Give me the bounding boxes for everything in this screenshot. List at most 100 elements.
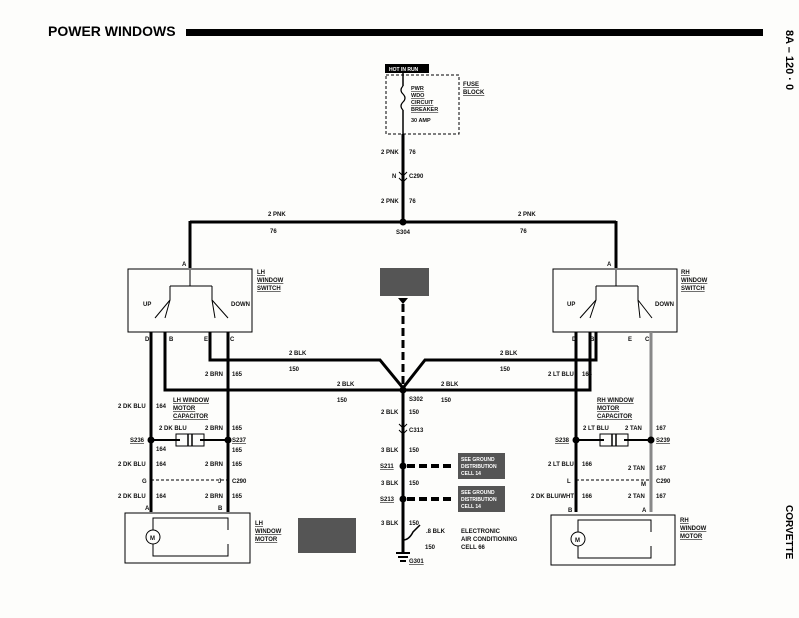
lh-brn-circuit-2: 165 bbox=[232, 448, 243, 454]
rh-c290-pin-m: M bbox=[641, 482, 646, 488]
lh-switch-outline bbox=[127, 268, 253, 333]
s239-label: S239 bbox=[656, 438, 671, 444]
rh-lower-blk-circuit: 150 bbox=[441, 398, 452, 404]
ground-dist-box-1 bbox=[458, 453, 505, 479]
ground-dist-1-line-3: CELL 14 bbox=[461, 471, 481, 477]
rh-switch-down: DOWN bbox=[655, 302, 674, 308]
rh-capacitor-symbol bbox=[599, 433, 629, 447]
trunk-circuit-1: 150 bbox=[409, 410, 420, 416]
fuse-block-outline bbox=[385, 74, 460, 135]
rh-c290-pin-l: L bbox=[567, 479, 571, 485]
feed-size-1: 2 PNK bbox=[381, 150, 399, 156]
ac-wire-circuit: 150 bbox=[425, 545, 436, 551]
rh-motor-label-2: WINDOW bbox=[680, 526, 707, 532]
lh-motor-pin-b: B bbox=[218, 506, 223, 512]
lh-cap-brn-circuit: 165 bbox=[232, 426, 243, 432]
c290-connector-symbol bbox=[398, 171, 408, 183]
header-rule bbox=[186, 29, 763, 36]
ac-label-1: ELECTRONIC bbox=[461, 529, 501, 535]
rh-tan-circuit-4: 167 bbox=[656, 494, 667, 500]
lh-brn-size-3: 2 BRN bbox=[205, 462, 223, 468]
lh-cap-label-1: LH WINDOW bbox=[173, 398, 209, 404]
ground-dist-box-2 bbox=[458, 486, 505, 512]
trunk-circuit-3: 150 bbox=[409, 481, 420, 487]
ground-trunk: 2 BLK 150 C313 3 BLK 150 S211 SEE GROUND… bbox=[380, 390, 518, 565]
lh-window-switch: A UP DOWN LH WINDOW SWITCH D B E C bbox=[127, 262, 284, 343]
lh-blu-circuit-4: 164 bbox=[156, 494, 167, 500]
lh-motor-reference-box bbox=[298, 518, 356, 553]
lh-switch-label-2: WINDOW bbox=[257, 278, 284, 284]
lh-c290-label: C290 bbox=[232, 479, 247, 485]
feed-wire: 2 PNK 76 N C290 2 PNK 76 bbox=[381, 134, 424, 220]
lh-c290-pin-g: G bbox=[142, 479, 147, 485]
rh-blu-circuit-4: 166 bbox=[582, 494, 593, 500]
s238-label: S238 bbox=[555, 438, 570, 444]
rh-switch-pin-a: A bbox=[607, 262, 612, 268]
lh-switch-pin-d: D bbox=[145, 337, 150, 343]
ground-dist-1-line-1: SEE GROUND bbox=[461, 457, 495, 463]
rh-motor-pin-a: A bbox=[642, 508, 647, 514]
s304-splice bbox=[399, 218, 407, 226]
lh-motor-pin-a: A bbox=[145, 506, 150, 512]
lh-capacitor-symbol bbox=[175, 433, 205, 447]
trunk-size-1: 2 BLK bbox=[381, 410, 399, 416]
ground-dist-1-line-2: DISTRIBUTION bbox=[461, 464, 497, 470]
rh-motor-label-3: MOTOR bbox=[680, 534, 703, 540]
feed-circuit-2: 76 bbox=[409, 199, 416, 205]
c313-label: C313 bbox=[409, 428, 424, 434]
breaker-label-1: PWR bbox=[411, 86, 424, 92]
ground-reference-block bbox=[380, 268, 429, 388]
lh-feed-circuit: 76 bbox=[270, 229, 277, 235]
rh-switch-pin-c: C bbox=[645, 337, 650, 343]
fuse-block: HOT IN RUN PWR WDO CIRCUIT BREAKER 30 AM… bbox=[385, 64, 485, 135]
lh-switch-pin-e: E bbox=[204, 337, 208, 343]
rh-upper-blk-circuit: 150 bbox=[500, 367, 511, 373]
rh-switch-up: UP bbox=[567, 302, 575, 308]
lh-upper-blk-circuit: 150 bbox=[289, 367, 300, 373]
rh-cap-tan-size: 2 TAN bbox=[625, 426, 642, 432]
lh-motor-symbol: M bbox=[150, 536, 155, 542]
trunk-size-3: 3 BLK bbox=[381, 481, 399, 487]
feed-circuit-1: 76 bbox=[409, 150, 416, 156]
g301-ground-symbol bbox=[396, 552, 410, 562]
rh-window-motor: M RH WINDOW MOTOR bbox=[550, 514, 707, 566]
rh-blu-circuit-1: 166 bbox=[582, 372, 593, 378]
rh-cap-label-2: MOTOR bbox=[597, 406, 620, 412]
lh-cap-label-2: MOTOR bbox=[173, 406, 196, 412]
lh-blu-circuit-2: 164 bbox=[156, 447, 167, 453]
ground-wires: 2 BLK 150 2 BLK 150 2 BLK 150 2 BLK 150 … bbox=[163, 332, 598, 404]
s302-label: S302 bbox=[409, 397, 424, 403]
ac-label-2: AIR CONDITIONING bbox=[461, 537, 518, 543]
rh-cap-label-1: RH WINDOW bbox=[597, 398, 634, 404]
c290-pin-n: N bbox=[392, 174, 396, 180]
rh-lower-blk-size: 2 BLK bbox=[441, 382, 459, 388]
ac-label-3: CELL 66 bbox=[461, 545, 486, 551]
rh-blu-size-3: 2 LT BLU bbox=[548, 462, 574, 468]
rh-switch-pin-e: E bbox=[628, 337, 632, 343]
lh-brn-circuit-1: 165 bbox=[232, 372, 243, 378]
s211-label: S211 bbox=[380, 464, 394, 470]
lh-blu-circuit-1: 164 bbox=[156, 404, 167, 410]
lh-window-motor: M LH WINDOW MOTOR bbox=[124, 512, 356, 564]
lh-blu-size-3: 2 DK BLU bbox=[118, 462, 146, 468]
s236-label: S236 bbox=[130, 438, 145, 444]
lh-switch-pin-c: C bbox=[230, 337, 235, 343]
lh-brn-size-1: 2 BRN bbox=[205, 372, 223, 378]
lh-upper-blk-size: 2 BLK bbox=[289, 351, 307, 357]
rh-switch-pin-b: B bbox=[590, 337, 595, 343]
s237-label: S237 bbox=[232, 438, 247, 444]
lh-motor-label-1: LH bbox=[255, 521, 263, 527]
lh-switch-down: DOWN bbox=[231, 302, 250, 308]
vehicle-model: CORVETTE bbox=[783, 505, 794, 560]
rh-blu-circuit-3: 166 bbox=[582, 462, 593, 468]
s213-splice bbox=[399, 495, 407, 503]
rh-switch-outline bbox=[552, 268, 678, 333]
rh-feed-size: 2 PNK bbox=[518, 212, 536, 218]
lh-switch-pin-a: A bbox=[182, 262, 187, 268]
trunk-circuit-4: 150 bbox=[409, 521, 420, 527]
rh-cap-blu-size: 2 LT BLU bbox=[583, 426, 609, 432]
ground-dist-2-line-1: SEE GROUND bbox=[461, 490, 495, 496]
rh-feed-circuit: 76 bbox=[520, 229, 527, 235]
lh-switch-pin-b: B bbox=[169, 337, 174, 343]
